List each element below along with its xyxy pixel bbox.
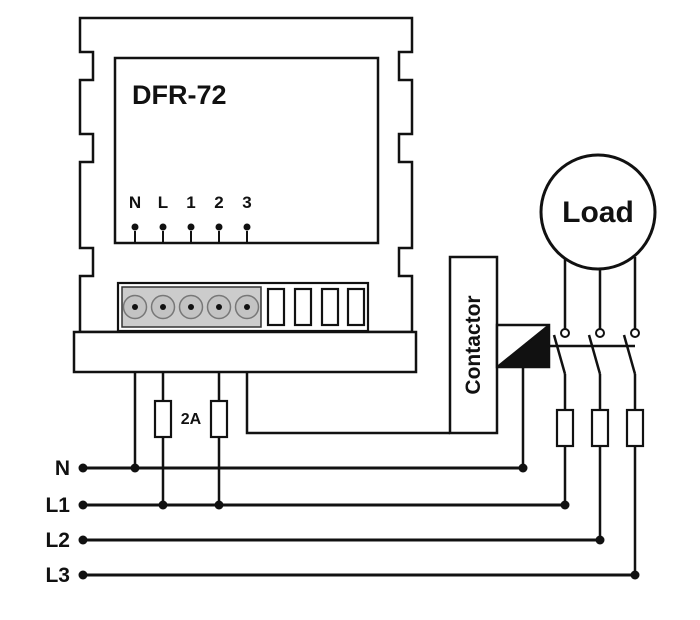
junction-dot [78,463,88,473]
pole-blade-3 [622,334,637,375]
bus-label-l2: L2 [45,529,70,552]
junction-dot [518,463,528,473]
terminal-screw-dot [188,304,194,310]
device-flange [72,330,418,374]
terminal-slot [293,287,313,327]
terminal-pin-dot [159,223,167,231]
junction-dot [560,500,570,510]
terminal-label-2: 2 [214,193,223,212]
junction-dot [158,500,168,510]
fuse-t2 [209,399,229,439]
terminal-label-1: 1 [186,193,195,212]
terminal-screw-dot [216,304,222,310]
device-display-panel [113,56,380,245]
junction-dot [595,535,605,545]
line-fuse-3 [625,408,645,448]
contactor-poles [552,328,645,575]
terminal-pin-dot [187,223,195,231]
line-fuse-2 [590,408,610,448]
terminal-screw-dot [244,304,250,310]
terminal-block-slots [266,287,366,327]
pole-contact-1 [560,328,570,338]
terminal-pins [131,223,251,243]
pole-blade-1 [552,334,567,375]
terminal-pin-dot [243,223,251,231]
fuse-rating-label: 2A [181,411,202,428]
load-circle [539,153,657,271]
wire-t3-to-contactor [245,372,450,435]
junction-dot [630,570,640,580]
bus-lines: N L1 L2 L3 [45,457,640,587]
terminal-label-n: N [129,193,141,212]
contactor-label: Contactor [462,295,485,394]
bus-label-l3: L3 [45,564,70,587]
pole-blade-2 [587,334,602,375]
junction-dot [78,500,88,510]
pole-contact-2 [595,328,605,338]
junction-dot [78,535,88,545]
pole-contact-3 [630,328,640,338]
terminal-slot [320,287,340,327]
bus-label-l1: L1 [45,494,70,517]
terminal-labels: N L 1 2 3 [129,193,252,212]
load-label: Load [562,196,634,229]
terminal-pin-dot [215,223,223,231]
bus-label-n: N [55,457,70,480]
terminal-block [116,281,370,333]
device-model-label: DFR-72 [132,80,227,110]
terminal-screw-dot [160,304,166,310]
terminal-label-3: 3 [242,193,251,212]
fuse-l [153,399,173,439]
junction-dot [214,500,224,510]
junction-dots [78,463,640,580]
terminal-slot [346,287,366,327]
junction-dot [130,463,140,473]
contactor: Contactor [448,255,635,468]
terminal-slot [266,287,286,327]
device: DFR-72 N L 1 2 3 [72,16,418,374]
terminal-label-l: L [158,193,168,212]
line-fuse-1 [555,408,575,448]
terminal-pin-dot [131,223,139,231]
terminal-screw-dot [132,304,138,310]
contactor-coil-diagonal [496,324,550,368]
load: Load [539,153,657,329]
junction-dot [78,570,88,580]
terminal-screws [122,294,260,320]
contactor-box [448,255,499,435]
device-supply-wiring: 2A [133,372,450,505]
